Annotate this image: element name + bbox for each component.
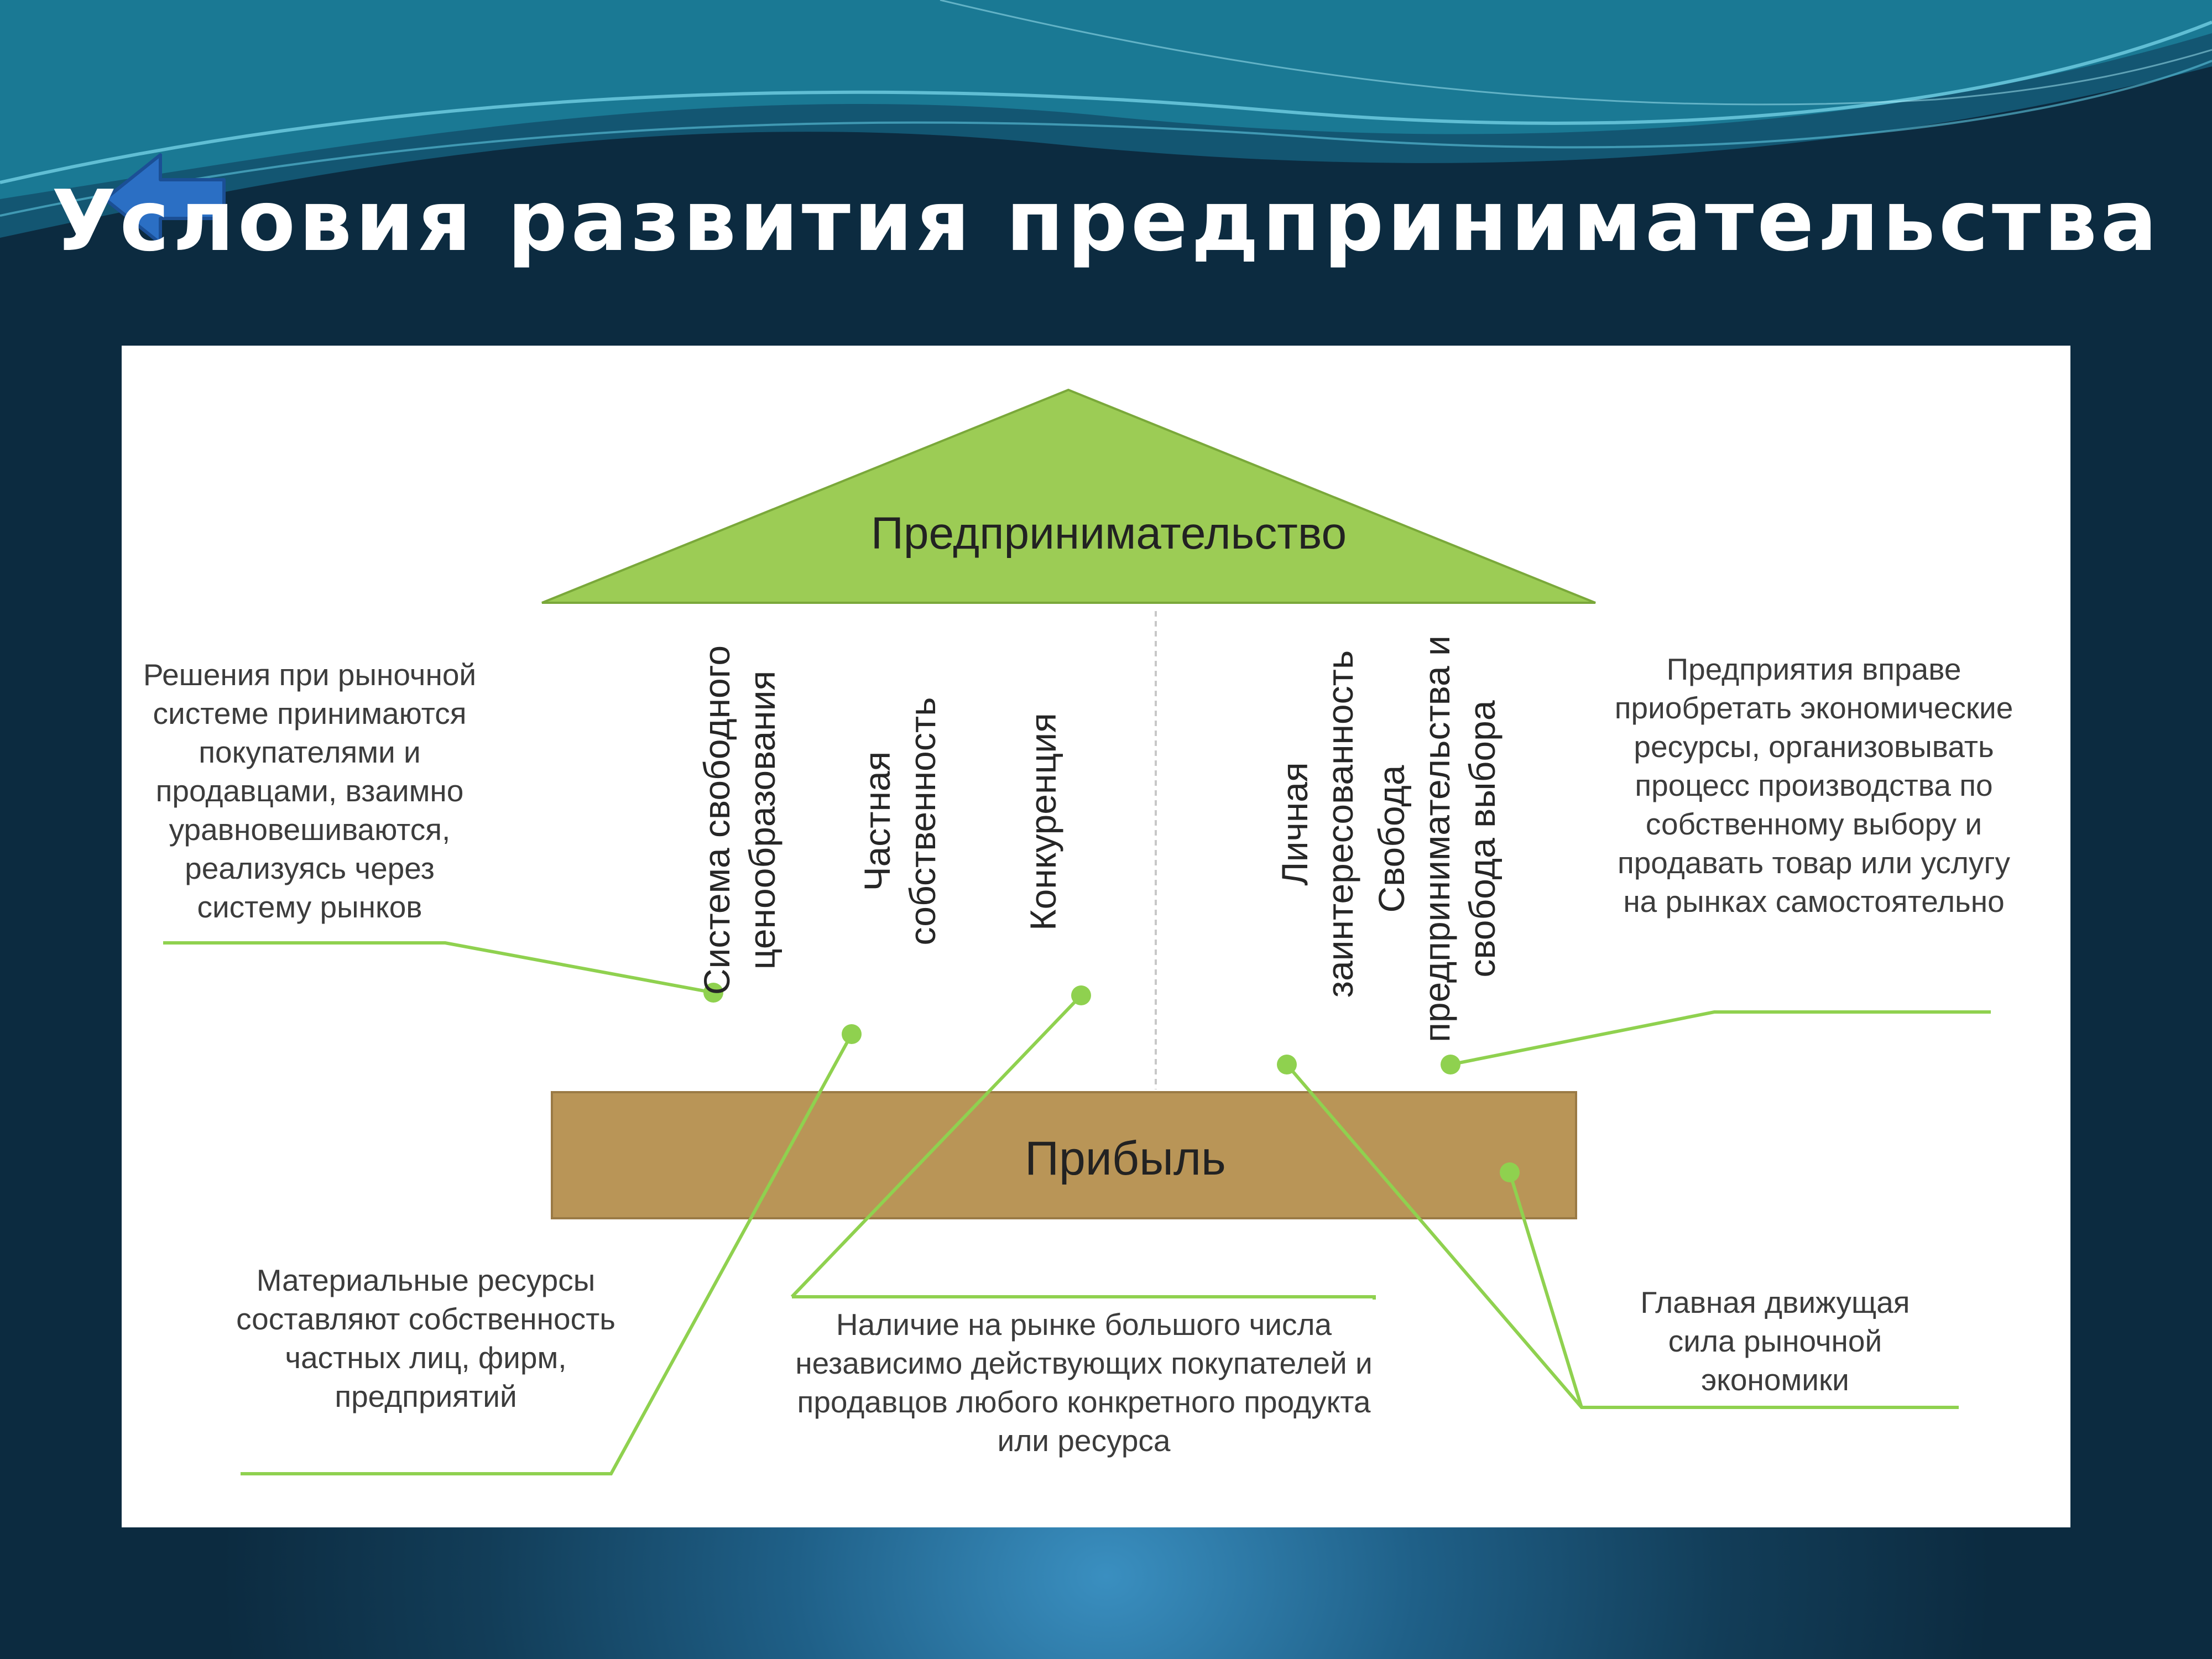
foundation-label: Прибыль [1025,1132,1226,1185]
connector-many-participants [792,1295,1376,1300]
pillar-freedom: Свобода предпринимательства и свобода вы… [1371,635,1503,1042]
callout-market-decisions: Решения при рыночной системе принимаются… [143,658,477,924]
pillar-private-property: Частная собственность [857,697,943,946]
callout-driving-force: Главная движущая сила рыночной экономики [1640,1285,1910,1397]
dot-freedom [1441,1055,1460,1074]
callout-enterprise-rights: Предприятия вправе приобретать экономиче… [1614,652,2013,919]
connector-material-resources [241,1033,853,1475]
page-title: Условия развития предпринимательства [51,172,2161,270]
callout-many-participants: Наличие на рынке большого числа независи… [795,1307,1373,1458]
dot-competition [1071,985,1091,1005]
pillar-free-pricing: Система свободного ценообразования [696,645,782,995]
connector-enterprise-rights [1450,1010,1991,1066]
left-arrow-icon [103,153,226,245]
connector-driving-force-base [1508,1172,1583,1408]
dot-personal-interest [1277,1055,1297,1074]
pillar-competition: Конкуренция [1022,713,1063,931]
foundation-rect [551,1091,1577,1219]
back-button[interactable] [100,149,232,249]
connector-competition [790,994,1083,1298]
connector-market-decisions [163,941,714,994]
dot-free-pricing [703,983,723,1003]
pillar-personal-interest: Личная заинтересованность [1274,650,1360,998]
diagram-graphics [163,388,1991,1475]
callout-material-resources: Материальные ресурсы составляют собствен… [236,1263,615,1413]
dot-private-property [842,1024,862,1044]
roof-triangle [541,388,1596,604]
roof-label: Предпринимательство [870,508,1347,559]
dot-profit [1500,1162,1520,1182]
diagram-panel: Предпринимательство Прибыль Система своб… [122,346,2070,1527]
